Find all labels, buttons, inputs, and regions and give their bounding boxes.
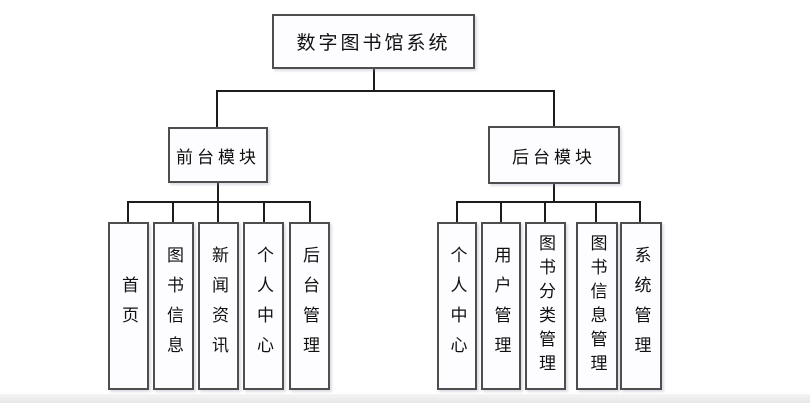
leaf-node-home: 首页 (108, 222, 149, 390)
connector-stub (456, 201, 458, 222)
connector-main-bus (216, 90, 555, 92)
leaf-label: 图书分类管理 (536, 234, 555, 378)
connector-stub (595, 201, 597, 222)
module-node-backend-label: 后台模块 (512, 147, 596, 167)
connector-stub (217, 201, 219, 222)
leaf-node-backend-management: 后台管理 (289, 222, 330, 390)
connector-backend-stem (553, 184, 555, 203)
leaf-node-book-category-management: 图书分类管理 (525, 222, 566, 390)
leaf-label: 个人中心 (447, 246, 467, 366)
root-node: 数字图书馆系统 (272, 14, 475, 69)
connector-backend-drop (553, 90, 555, 128)
leaf-label: 图书信息 (164, 246, 183, 366)
connector-frontend-bus (127, 201, 311, 203)
leaf-label: 个人中心 (254, 246, 273, 366)
module-node-frontend: 前台模块 (168, 127, 268, 183)
connector-stub (172, 201, 174, 222)
connector-stub (500, 201, 502, 222)
connector-backend-bus (456, 201, 641, 203)
connector-stub (544, 201, 546, 222)
leaf-node-book-info-management: 图书信息管理 (576, 222, 618, 390)
leaf-node-user-management: 用户管理 (481, 222, 521, 390)
connector-frontend-drop (216, 90, 218, 128)
connector-stub (309, 201, 311, 222)
leaf-node-personal-center: 个人中心 (243, 222, 284, 390)
module-node-backend: 后台模块 (488, 126, 620, 184)
connector-stub (127, 201, 129, 222)
connector-root-drop (373, 68, 375, 91)
leaf-label: 首页 (119, 276, 138, 336)
leaf-node-personal-center-admin: 个人中心 (437, 222, 477, 390)
leaf-label: 后台管理 (300, 246, 319, 366)
module-node-frontend-label: 前台模块 (176, 147, 260, 167)
leaf-label: 用户管理 (491, 246, 511, 366)
leaf-node-system-management: 系统管理 (620, 222, 662, 390)
leaf-node-book-info: 图书信息 (153, 222, 194, 390)
connector-stub (639, 201, 641, 222)
leaf-label: 系统管理 (631, 246, 651, 366)
leaf-label: 新闻资讯 (209, 246, 228, 366)
connector-frontend-stem (217, 183, 219, 203)
connector-stub (263, 201, 265, 222)
leaf-label: 图书信息管理 (587, 234, 607, 378)
leaf-node-news: 新闻资讯 (198, 222, 239, 390)
bottom-edge-shading (0, 394, 810, 403)
root-node-label: 数字图书馆系统 (296, 33, 451, 54)
